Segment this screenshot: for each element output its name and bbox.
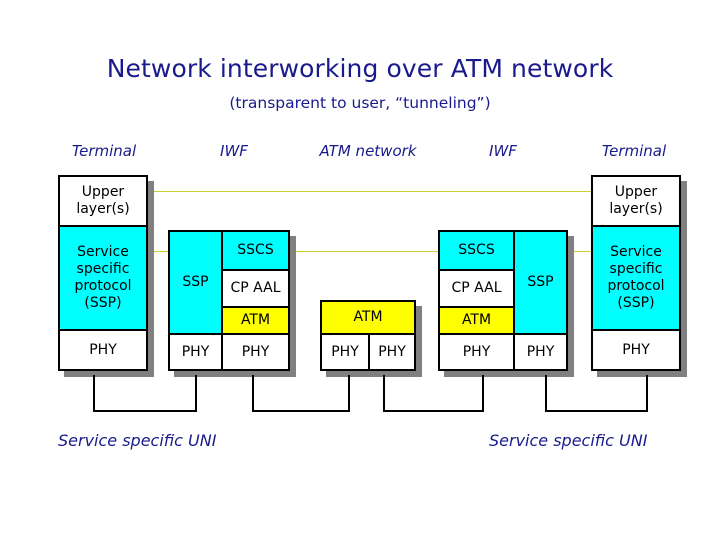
layer-atm: ATM xyxy=(440,306,513,333)
layer-phy: PHY xyxy=(60,329,146,369)
layer-ssp: SSP xyxy=(170,232,221,333)
layer-sscs: SSCS xyxy=(440,232,513,269)
footer-label-service-specific-uni-left: Service specific UNI xyxy=(58,431,217,450)
footer-label-service-specific-uni-right: Service specific UNI xyxy=(489,431,648,450)
layer-phy-left: PHY xyxy=(170,333,221,369)
layer-cp-aal: CP AAL xyxy=(440,269,513,306)
layer-cp-aal: CP AAL xyxy=(221,269,288,306)
layer-sscs: SSCS xyxy=(221,232,288,269)
column-header-terminal-right: Terminal xyxy=(601,142,667,160)
layer-phy-right: PHY xyxy=(368,333,414,369)
uni-connector-4 xyxy=(545,375,648,412)
layer-phy-left: PHY xyxy=(440,333,513,369)
peer-link-sscs xyxy=(150,251,591,252)
page-title: Network interworking over ATM network xyxy=(106,54,614,83)
stack-atm-network: ATM PHY PHY xyxy=(320,300,416,371)
uni-connector-3 xyxy=(383,375,484,412)
layer-phy-left: PHY xyxy=(322,333,368,369)
layer-atm: ATM xyxy=(221,306,288,333)
column-header-atm-network: ATM network xyxy=(319,142,417,160)
layer-phy-right: PHY xyxy=(513,333,566,369)
layer-phy-right: PHY xyxy=(221,333,288,369)
column-header-iwf-right: IWF xyxy=(489,142,517,160)
uni-connector-2 xyxy=(252,375,350,412)
column-header-iwf-left: IWF xyxy=(220,142,248,160)
page-subtitle: (transparent to user, “tunneling”) xyxy=(229,94,491,112)
layer-phy: PHY xyxy=(593,329,679,369)
stack-right-iwf: SSCS CP AAL ATM SSP PHY PHY xyxy=(438,230,568,371)
layer-atm: ATM xyxy=(322,302,414,333)
uni-connector-1 xyxy=(93,375,197,412)
layer-ssp: SSP xyxy=(513,232,566,333)
stack-left-iwf: SSP SSCS CP AAL ATM PHY PHY xyxy=(168,230,290,371)
column-header-terminal-left: Terminal xyxy=(71,142,137,160)
peer-link-upper-layer xyxy=(150,191,591,192)
